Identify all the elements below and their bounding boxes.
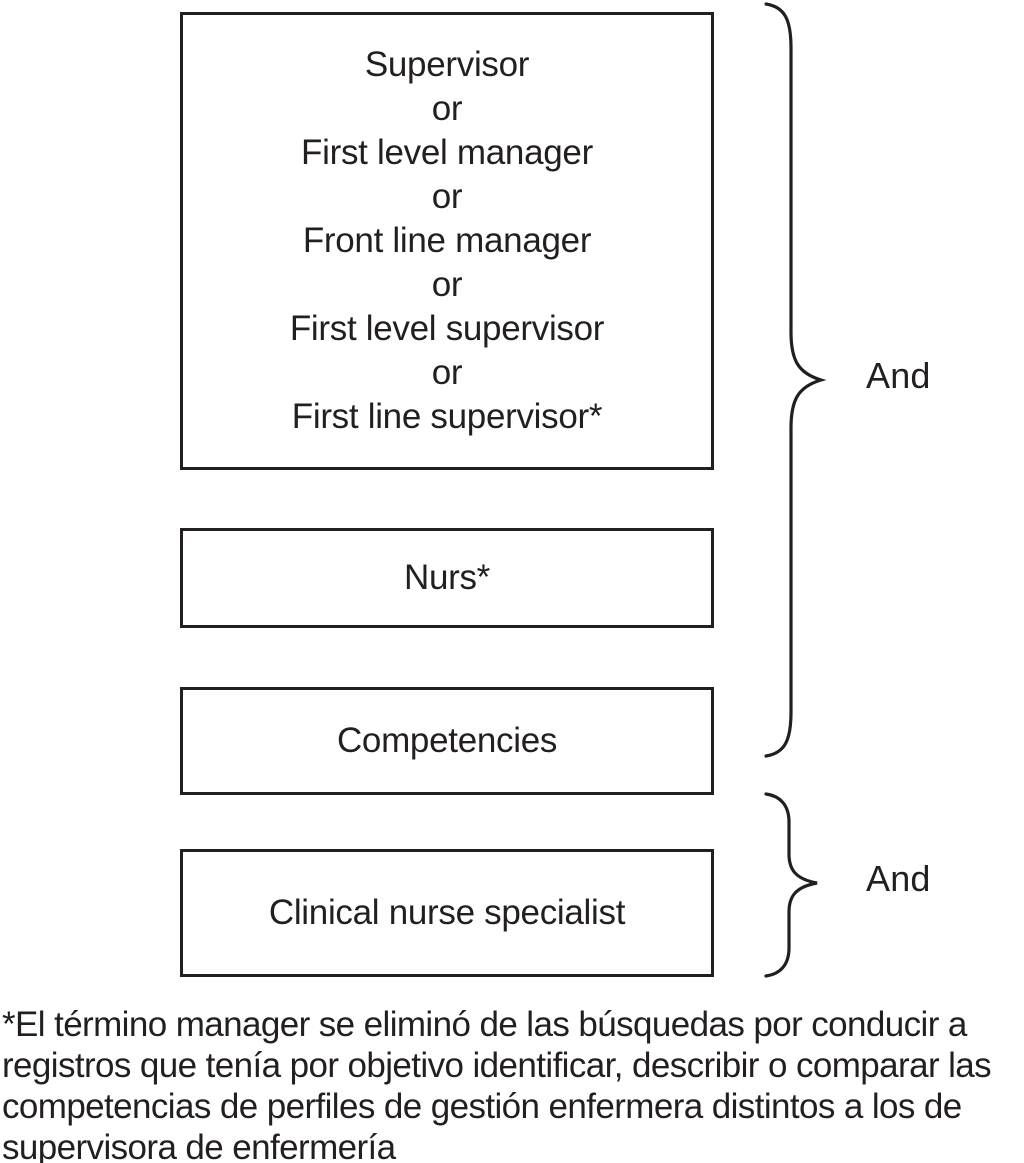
- or-connector: or: [431, 265, 463, 304]
- curly-brace-small-icon: [764, 792, 818, 978]
- or-connector: or: [431, 353, 463, 392]
- footnote-line: registros que tenía por objetivo identif…: [2, 1046, 992, 1085]
- search-terms-box-nurs-text: Nurs*: [403, 558, 491, 597]
- operator-and-1: And: [866, 355, 931, 396]
- footnote-line: supervisora de enfermería: [2, 1128, 396, 1163]
- term-line: First line supervisor*: [291, 397, 603, 436]
- or-connector: or: [431, 177, 463, 216]
- search-terms-box-competencies-text: Competencies: [336, 721, 558, 760]
- search-terms-box-supervisor: Supervisor or First level manager or Fro…: [180, 12, 714, 470]
- search-terms-box-nurs: Nurs*: [180, 528, 714, 628]
- term-line: Supervisor: [364, 45, 530, 84]
- curly-brace-large-icon: [764, 2, 827, 758]
- search-terms-box-supervisor-text: Supervisor or First level manager or Fro…: [289, 43, 605, 439]
- footnote-line: *El término manager se eliminó de las bú…: [2, 1005, 967, 1044]
- search-terms-box-competencies: Competencies: [180, 687, 714, 795]
- search-terms-box-clinical-nurse-specialist: Clinical nurse specialist: [180, 849, 714, 977]
- operator-and-2: And: [866, 858, 931, 899]
- or-connector: or: [431, 89, 463, 128]
- search-terms-box-clinical-nurse-specialist-text: Clinical nurse specialist: [268, 893, 626, 932]
- term-line: Front line manager: [302, 221, 592, 260]
- footnote: *El término manager se eliminó de las bú…: [2, 1004, 1022, 1163]
- term-line: First level supervisor: [289, 309, 605, 348]
- term-line: First level manager: [301, 133, 593, 172]
- footnote-line: competencias de perfiles de gestión enfe…: [2, 1087, 962, 1126]
